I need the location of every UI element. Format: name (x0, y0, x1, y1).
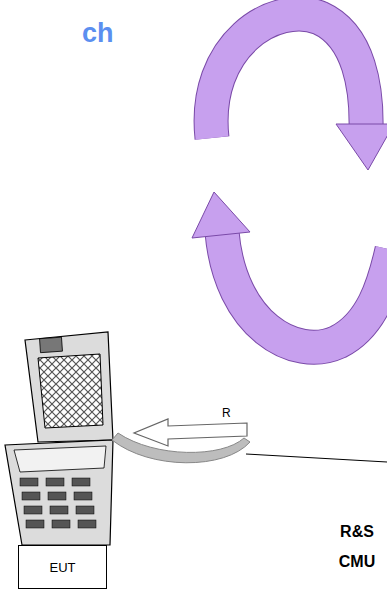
instrument-label: R&S CMU (331, 517, 383, 577)
eut-box: EUT (18, 545, 107, 589)
cycle-arrow-bottom (192, 192, 387, 347)
signal-label: R (222, 406, 242, 420)
node-label: EUT (50, 560, 76, 575)
slide-title: ch (82, 18, 182, 49)
phone-illustration (5, 332, 113, 545)
cycle-arrow-top (211, 14, 387, 170)
cable-line (246, 454, 387, 462)
rx-arrow (134, 419, 247, 446)
